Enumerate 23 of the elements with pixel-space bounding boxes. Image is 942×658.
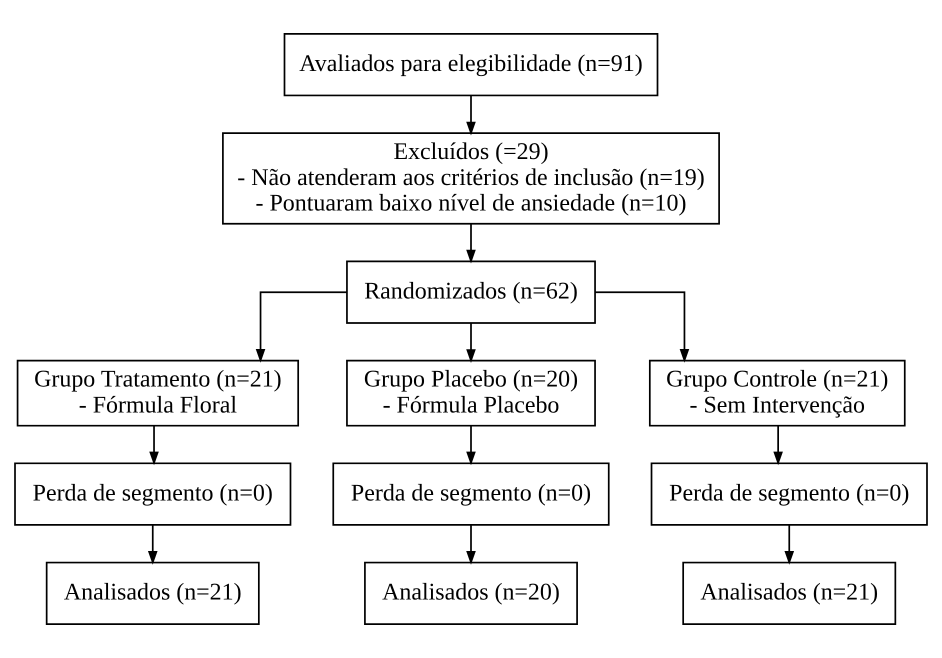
node-box: Analisados (n=21) — [682, 562, 896, 625]
arrow — [466, 426, 476, 466]
node-box: Randomizados (n=62) — [346, 260, 596, 324]
arrow — [773, 426, 783, 466]
node-box: Analisados (n=21) — [46, 562, 260, 625]
arrow — [466, 96, 476, 136]
arrow — [595, 291, 690, 363]
arrow — [149, 426, 159, 466]
arrow — [784, 524, 794, 565]
arrow — [148, 524, 158, 565]
arrow — [466, 323, 476, 363]
arrow — [256, 291, 347, 363]
node-box: Perda de segmento (n=0) — [14, 462, 292, 526]
node-box: Perda de segmento (n=0) — [332, 462, 610, 526]
node-box: Analisados (n=20) — [364, 562, 578, 625]
node-box: Grupo Tratamento (n=21) - Fórmula Floral — [16, 360, 300, 427]
node-box: Grupo Placebo (n=20) - Fórmula Placebo — [346, 360, 596, 427]
node-box: Grupo Controle (n=21) - Sem Intervenção — [648, 360, 906, 427]
arrow — [466, 224, 476, 264]
arrow — [466, 524, 476, 565]
node-box: Avaliados para elegibilidade (n=91) — [284, 33, 658, 96]
node-box: Excluídos (=29) - Não atenderam aos critérios de inclusão (n=19) - Pontuaram baixo nível de ansiedade (n=10) — [222, 132, 720, 225]
node-box: Perda de segmento (n=0) — [650, 462, 928, 526]
